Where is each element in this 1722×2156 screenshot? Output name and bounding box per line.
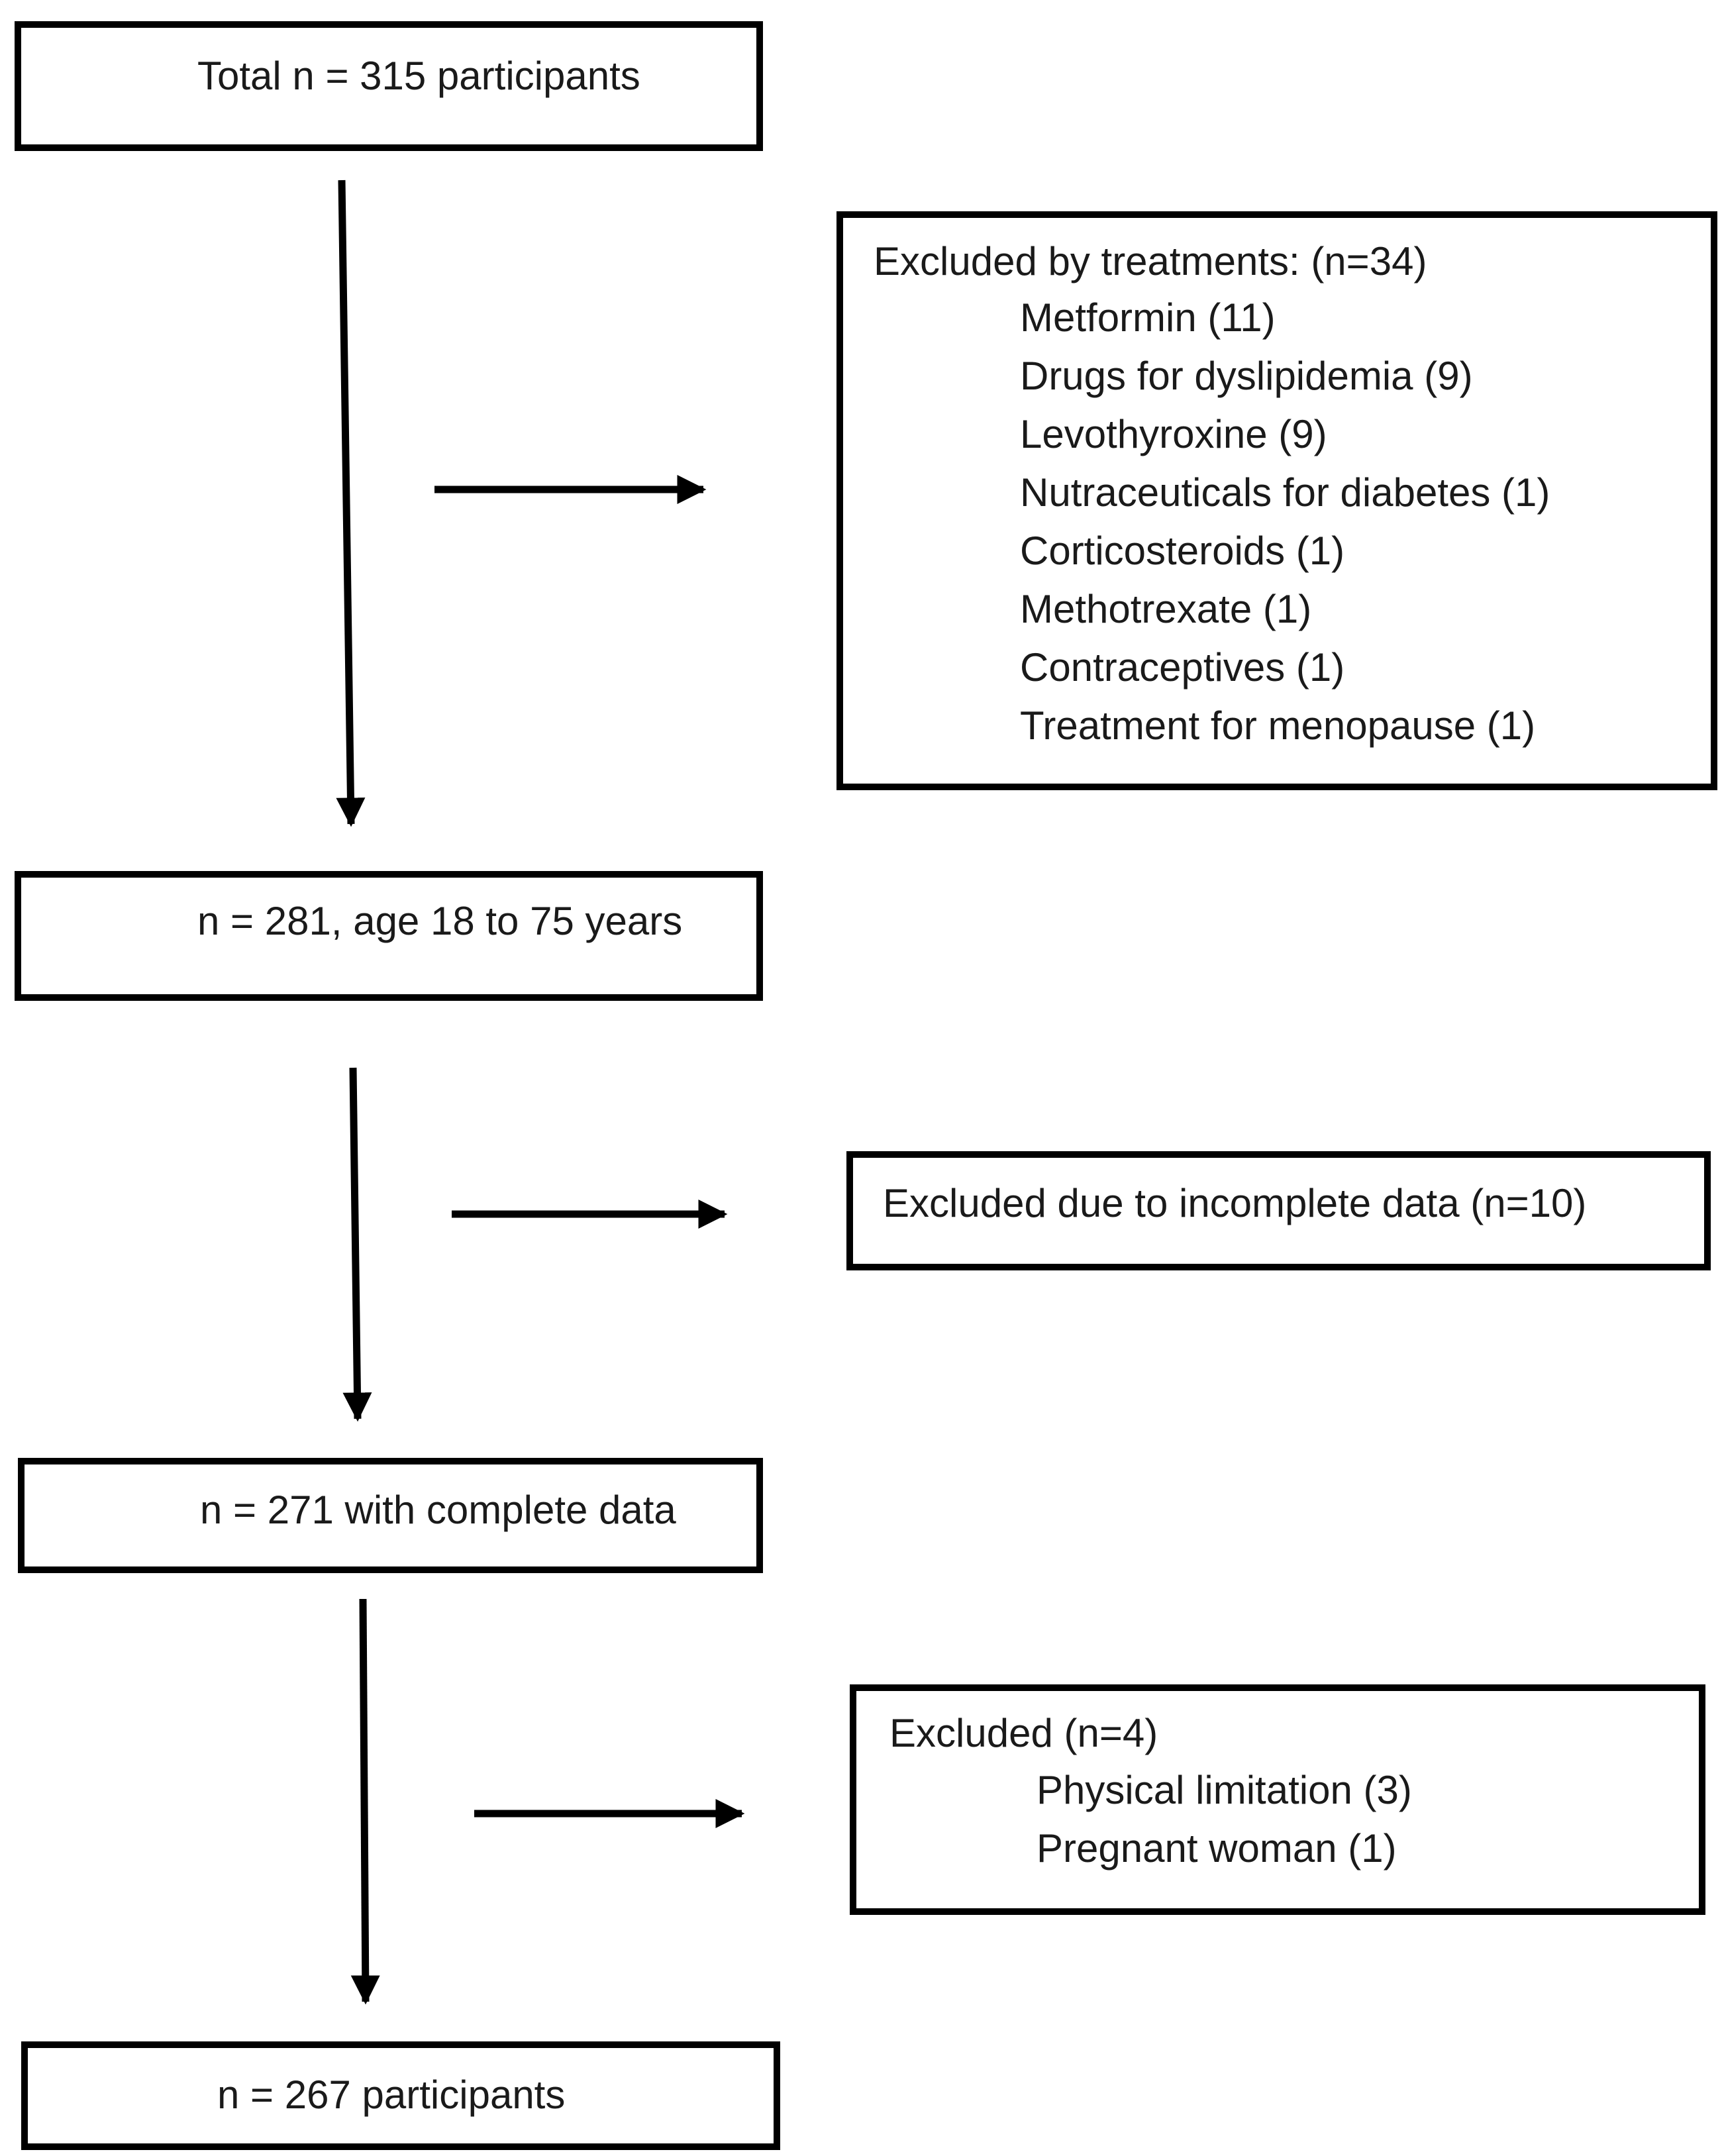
age-label: n = 281, age 18 to 75 years	[197, 899, 683, 943]
down-arrow-3	[350, 1598, 380, 2005]
other-exclusion-list: Physical limitation (3) Pregnant woman (…	[1037, 1761, 1412, 1878]
treatment-exclusion-list: Metformin (11) Drugs for dyslipidemia (9…	[1020, 289, 1550, 755]
final-box	[21, 2041, 780, 2150]
list-item: Physical limitation (3)	[1037, 1768, 1412, 1812]
list-item: Contraceptives (1)	[1020, 645, 1345, 690]
down-arrow-1	[336, 180, 366, 827]
list-item: Corticosteroids (1)	[1020, 529, 1345, 573]
down-arrow-2	[342, 1067, 372, 1422]
incomplete-exclusion-title: Excluded due to incomplete data (n=10)	[883, 1181, 1587, 1225]
list-item: Metformin (11)	[1020, 295, 1276, 340]
total-label: Total n = 315 participants	[197, 54, 640, 98]
list-item: Treatment for menopause (1)	[1020, 703, 1536, 748]
treatment-exclusion-title: Excluded by treatments: (n=34)	[874, 239, 1427, 283]
incomplete-exclusion-box	[846, 1151, 1711, 1270]
list-item: Drugs for dyslipidemia (9)	[1020, 354, 1473, 398]
complete-data-box	[18, 1458, 763, 1573]
age-box	[15, 871, 763, 1001]
list-item: Levothyroxine (9)	[1020, 412, 1327, 456]
other-exclusion-box	[850, 1684, 1705, 1915]
list-item: Methotrexate (1)	[1020, 587, 1312, 631]
list-item: Pregnant woman (1)	[1037, 1826, 1397, 1871]
final-label: n = 267 participants	[217, 2073, 566, 2117]
treatment-exclusion-box	[836, 211, 1717, 790]
list-item: Nutraceuticals for diabetes (1)	[1020, 470, 1550, 515]
total-box	[15, 21, 763, 151]
complete-data-label: n = 271 with complete data	[200, 1488, 676, 1532]
other-exclusion-title: Excluded (n=4)	[889, 1711, 1158, 1755]
